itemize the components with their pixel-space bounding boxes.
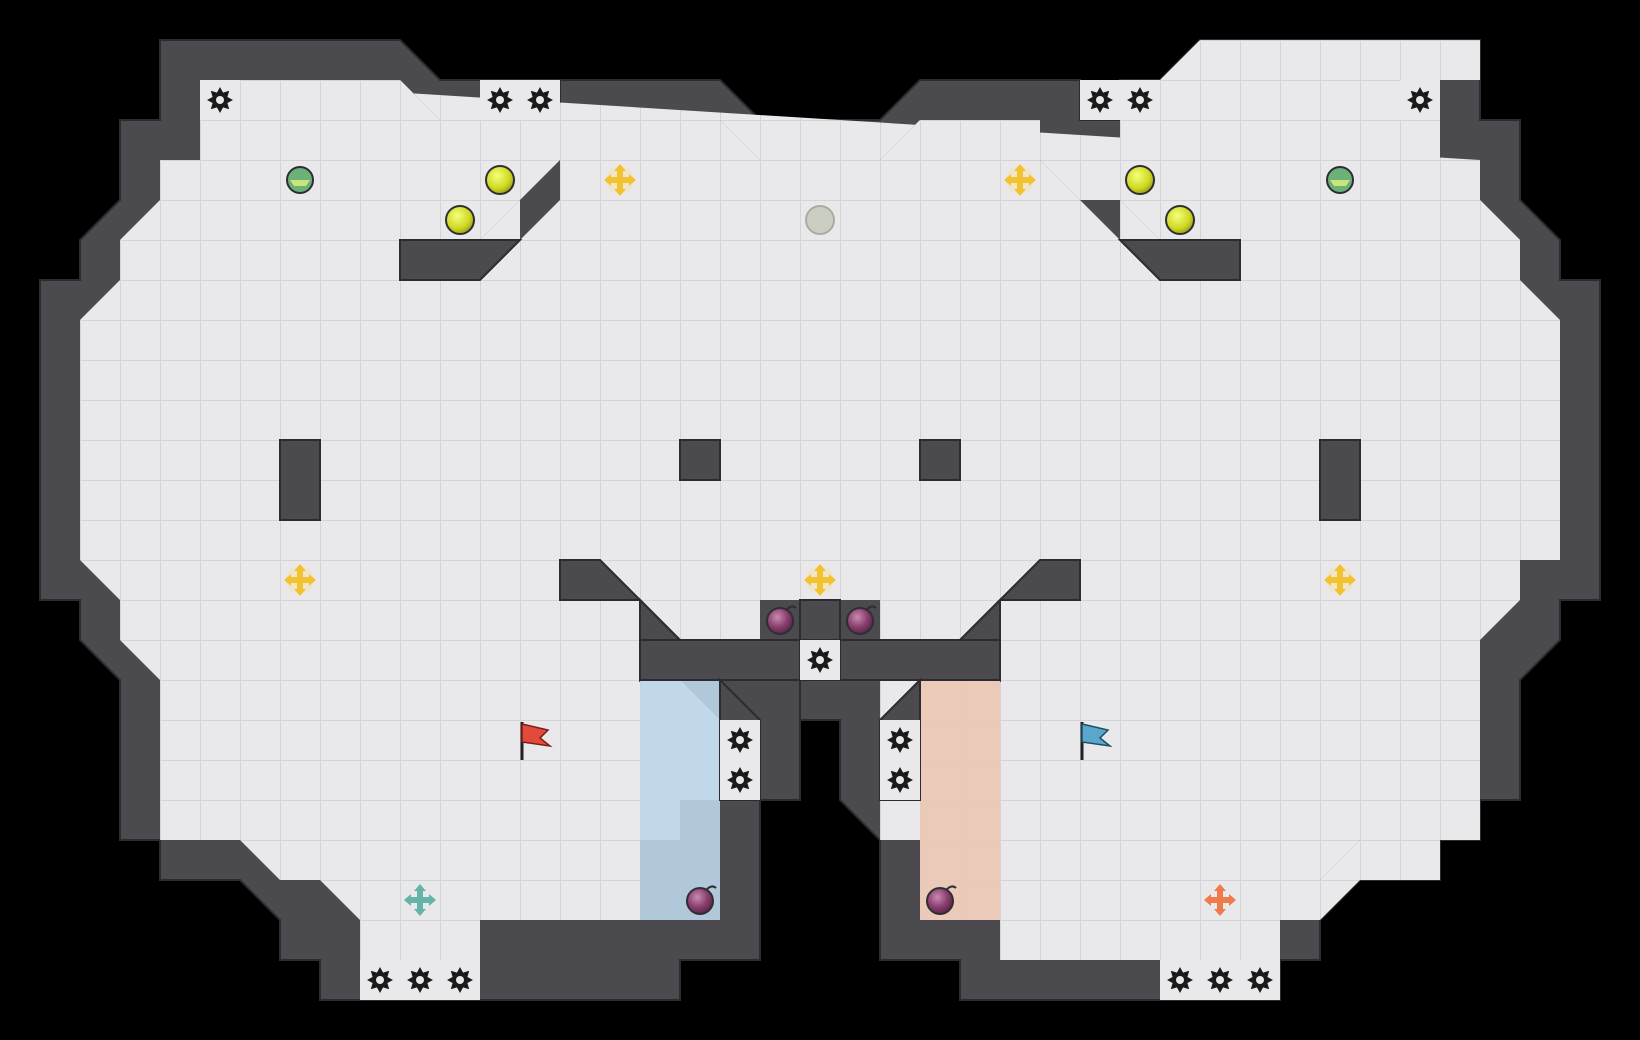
spike-icon (1080, 80, 1120, 120)
neutral-pad-icon (805, 205, 835, 235)
spike-icon (720, 720, 760, 760)
spike-icon (880, 760, 920, 800)
boost-icon (284, 564, 316, 596)
gate-toggle-icon (1326, 166, 1354, 194)
spikes-layer (200, 80, 1440, 1000)
bombs-layer (686, 605, 957, 915)
button-icon[interactable] (445, 205, 475, 235)
spike-icon (520, 80, 560, 120)
boost-icon (604, 164, 636, 196)
bomb-icon (926, 885, 957, 915)
spike-icon (200, 80, 240, 120)
spike-icon (1200, 960, 1240, 1000)
red-team-zone (920, 680, 1000, 920)
bomb-icon (766, 605, 797, 635)
spike-icon (1240, 960, 1280, 1000)
button-icon[interactable] (485, 165, 515, 195)
boost-icon (1324, 564, 1356, 596)
boost-icon (1004, 164, 1036, 196)
spawn-arrows-icon (1204, 884, 1236, 916)
spike-icon (440, 960, 480, 1000)
spawn-arrows-icon (404, 884, 436, 916)
spike-icon (1400, 80, 1440, 120)
spike-icon (360, 960, 400, 1000)
spike-icon (480, 80, 520, 120)
boost-icon (804, 564, 836, 596)
spike-icon (1120, 80, 1160, 120)
spike-icon (400, 960, 440, 1000)
blue-flag-icon[interactable] (1080, 722, 1113, 760)
spike-icon (1160, 960, 1200, 1000)
gate-toggle-icon (286, 166, 314, 194)
button-icon[interactable] (1125, 165, 1155, 195)
inner-walls (279, 239, 1361, 801)
buttons-layer (445, 165, 1195, 235)
bomb-icon (846, 605, 877, 635)
red-flag-icon[interactable] (520, 722, 553, 760)
spike-icon (800, 640, 840, 680)
boosts-layer (284, 164, 1356, 596)
button-icon[interactable] (1165, 205, 1195, 235)
spike-icon (880, 720, 920, 760)
spike-icon (720, 760, 760, 800)
bomb-icon (686, 885, 717, 915)
blue-team-zone (640, 680, 720, 920)
